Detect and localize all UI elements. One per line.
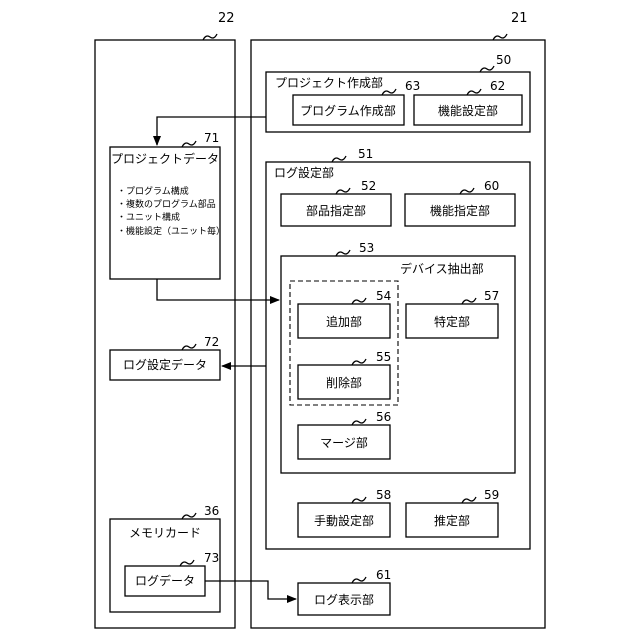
ref-51: 51 xyxy=(358,147,373,161)
manual-setting-label: 手動設定部 xyxy=(314,513,374,528)
project-data-item-4: ・機能設定（ユニット毎） xyxy=(117,225,225,237)
add-label: 追加部 xyxy=(326,314,362,329)
ref-60: 60 xyxy=(484,179,499,193)
log-display-label: ログ表示部 xyxy=(314,592,374,607)
part-specify-label: 部品指定部 xyxy=(306,203,366,218)
leader-21 xyxy=(493,34,507,40)
ref-53: 53 xyxy=(359,241,374,255)
log-data-label: ログデータ xyxy=(135,573,195,588)
ref-21: 21 xyxy=(511,11,528,26)
project-create-label: プロジェクト作成部 xyxy=(275,75,383,90)
ref-50: 50 xyxy=(496,53,511,67)
ref-56: 56 xyxy=(376,410,391,424)
log-setting-label: ログ設定部 xyxy=(274,165,334,180)
project-data-item-1: ・プログラム構成 xyxy=(117,185,189,197)
ref-57: 57 xyxy=(484,289,499,303)
function-set-label: 機能設定部 xyxy=(438,103,498,118)
estimate-label: 推定部 xyxy=(434,513,470,528)
ref-62: 62 xyxy=(490,79,505,93)
project-data-item-3: ・ユニット構成 xyxy=(117,211,180,223)
ref-71: 71 xyxy=(204,131,219,145)
function-specify-label: 機能指定部 xyxy=(430,203,490,218)
ref-55: 55 xyxy=(376,350,391,364)
ref-22: 22 xyxy=(218,11,235,26)
project-data-label: プロジェクトデータ xyxy=(111,151,219,166)
ref-36: 36 xyxy=(204,504,219,518)
leader-22 xyxy=(203,34,217,40)
program-create-label: プログラム作成部 xyxy=(300,103,396,118)
ref-63: 63 xyxy=(405,79,420,93)
ref-72: 72 xyxy=(204,335,219,349)
ref-61: 61 xyxy=(376,568,391,582)
ref-54: 54 xyxy=(376,289,391,303)
log-setting-data-label: ログ設定データ xyxy=(123,357,207,372)
ref-73: 73 xyxy=(204,551,219,565)
delete-label: 削除部 xyxy=(326,375,362,390)
ref-58: 58 xyxy=(376,488,391,502)
ref-59: 59 xyxy=(484,488,499,502)
memory-card-label: メモリカード xyxy=(129,526,201,540)
device-extract-label: デバイス抽出部 xyxy=(400,261,484,276)
specific-label: 特定部 xyxy=(434,314,470,329)
project-data-item-2: ・複数のプログラム部品 xyxy=(117,198,216,210)
ref-52: 52 xyxy=(361,179,376,193)
merge-label: マージ部 xyxy=(320,435,368,450)
